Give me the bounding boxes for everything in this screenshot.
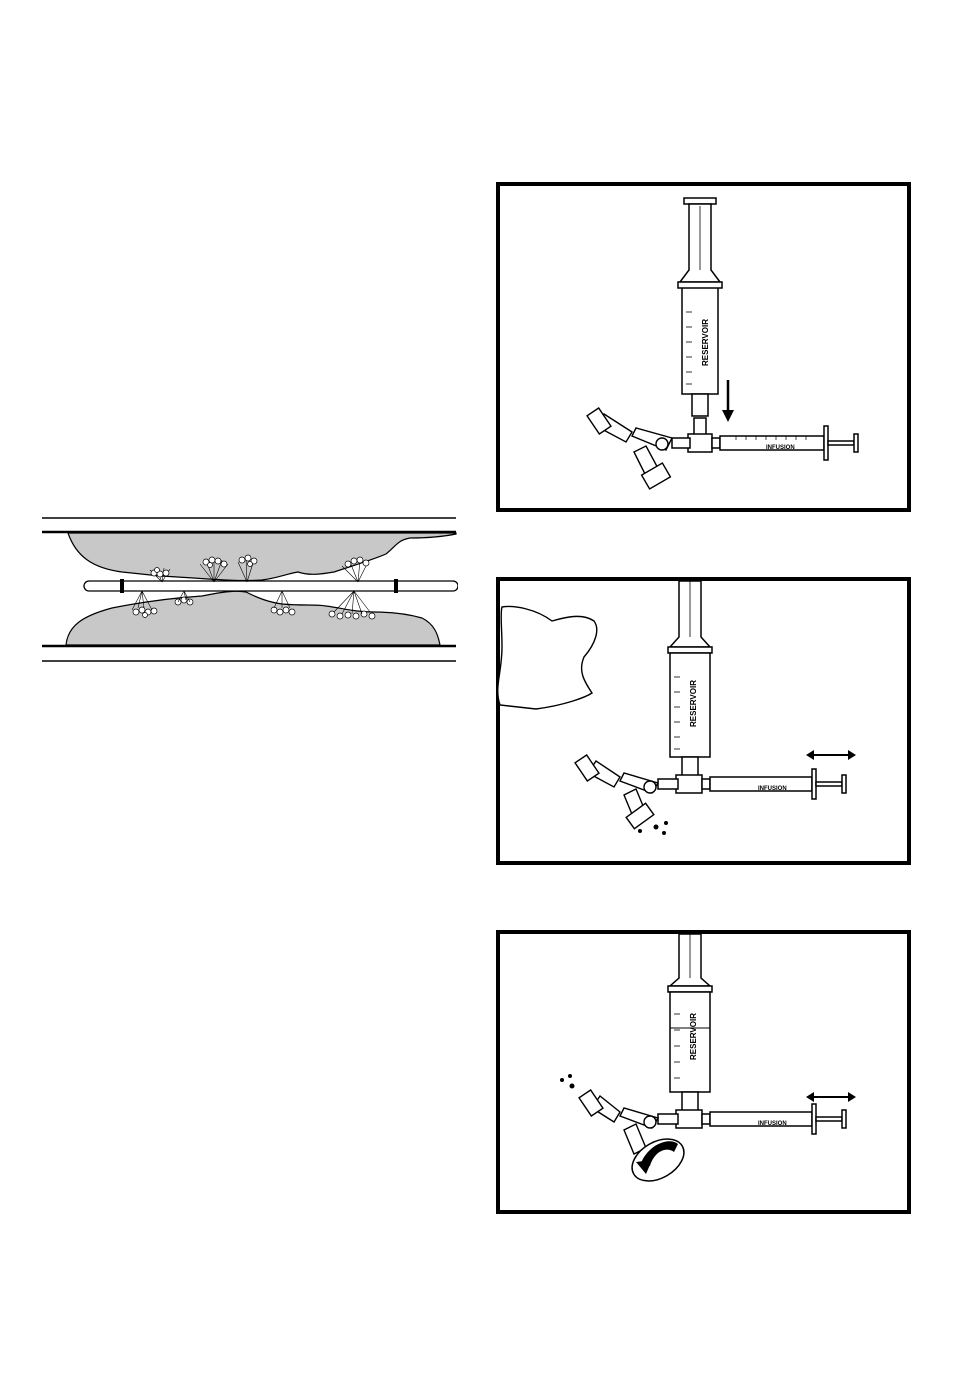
hand-outline-stroke — [498, 607, 597, 709]
catheter-tube — [84, 581, 458, 591]
figure-rotate-connector: RESERVOIR INFUSION — [496, 930, 911, 1214]
reservoir-label: RESERVOIR — [701, 319, 710, 366]
upper-tissue — [68, 533, 456, 581]
catheter-vessel-diagram — [42, 516, 458, 664]
marker-band-left — [120, 579, 124, 593]
reservoir-label: RESERVOIR — [689, 1013, 698, 1060]
lower-tissue — [66, 591, 440, 645]
marker-band-right — [394, 579, 398, 593]
infusion-label: INFUSION — [766, 445, 795, 451]
infusion-label: INFUSION — [758, 1121, 787, 1127]
reservoir-label: RESERVOIR — [689, 680, 698, 727]
figure-reservoir-attach: RESERVOIR INFUSION — [496, 182, 911, 512]
infusion-label: INFUSION — [758, 786, 787, 792]
figure-agitate-syringes: RESERVOIR INFUSION — [496, 577, 911, 865]
